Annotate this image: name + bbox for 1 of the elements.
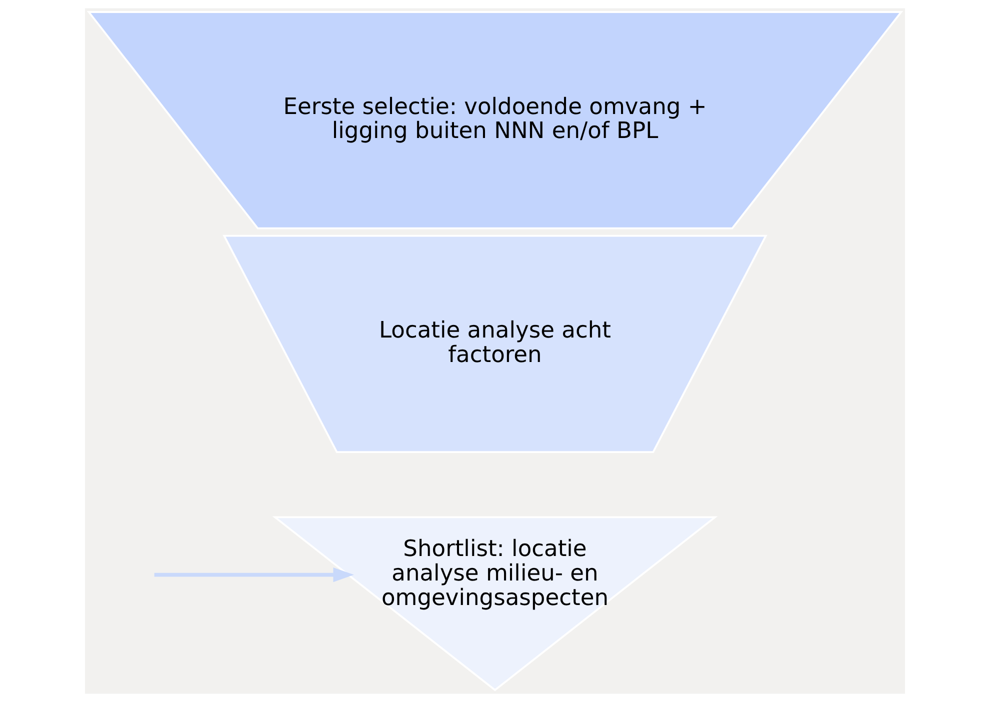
arrow xyxy=(154,568,354,582)
